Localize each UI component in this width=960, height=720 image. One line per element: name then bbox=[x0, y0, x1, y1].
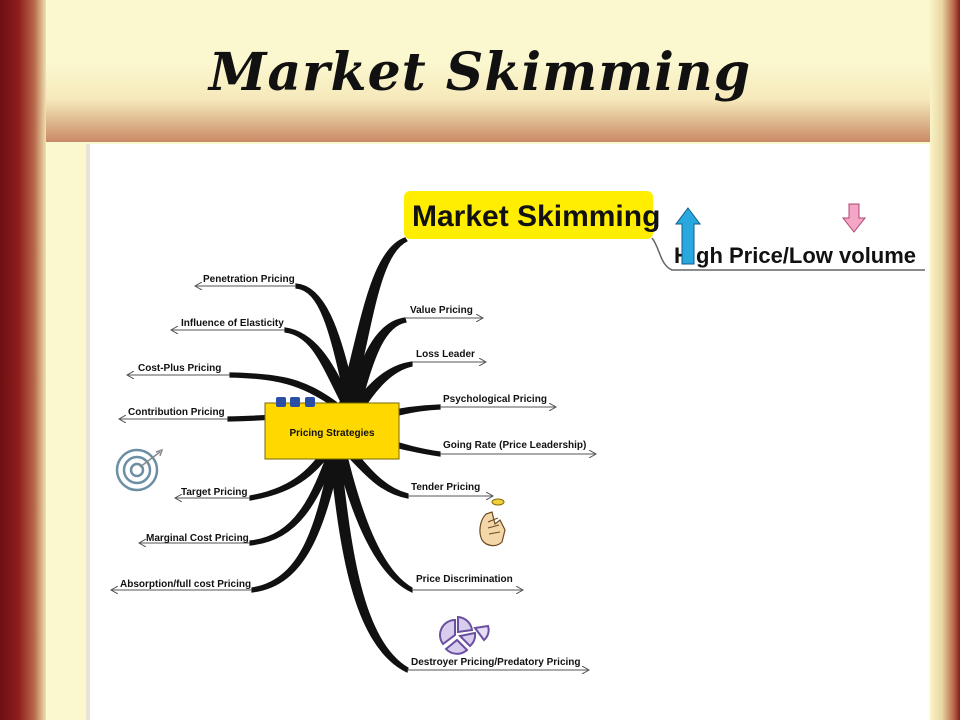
high-price-note: High Price/Low volume bbox=[674, 243, 916, 268]
center-node[interactable] bbox=[264, 402, 400, 460]
branch-label: Value Pricing bbox=[410, 305, 473, 316]
right-decorative-stripe bbox=[930, 0, 960, 720]
mind-map-panel bbox=[90, 144, 930, 720]
branch-label: Marginal Cost Pricing bbox=[146, 533, 249, 544]
market-skimming-node[interactable] bbox=[404, 191, 653, 239]
branch-label: Penetration Pricing bbox=[203, 274, 295, 285]
branch-label: Contribution Pricing bbox=[128, 407, 225, 418]
menu-dots-icon bbox=[276, 397, 315, 407]
branch-lines bbox=[227, 237, 441, 673]
label-underlines bbox=[112, 286, 595, 670]
branch-label: Target Pricing bbox=[181, 487, 248, 498]
branch-label: Loss Leader bbox=[416, 349, 475, 360]
branch-label: Price Discrimination bbox=[416, 574, 513, 585]
center-node-label: Pricing Strategies bbox=[289, 428, 374, 439]
branch-label: Absorption/full cost Pricing bbox=[120, 579, 251, 590]
branch-label: Destroyer Pricing/Predatory Pricing bbox=[411, 657, 581, 668]
down-arrow-icon bbox=[841, 203, 867, 233]
target-icon bbox=[115, 448, 164, 492]
title-background bbox=[46, 0, 930, 142]
branch-label: Cost-Plus Pricing bbox=[138, 363, 221, 374]
up-arrow-icon bbox=[675, 207, 701, 265]
pie-chart-icon bbox=[439, 615, 490, 655]
branch-label: Psychological Pricing bbox=[443, 394, 547, 405]
highlight-connector bbox=[651, 237, 925, 271]
market-skimming-label: Market Skimming bbox=[412, 200, 660, 233]
hand-coin-icon bbox=[479, 498, 506, 547]
branch-label: Influence of Elasticity bbox=[181, 318, 284, 329]
left-decorative-stripe bbox=[0, 0, 46, 720]
slide-title: Market Skimming bbox=[208, 42, 752, 103]
panel-edge bbox=[86, 144, 90, 720]
branch-label: Tender Pricing bbox=[411, 482, 480, 493]
branch-label: Going Rate (Price Leadership) bbox=[443, 440, 586, 451]
